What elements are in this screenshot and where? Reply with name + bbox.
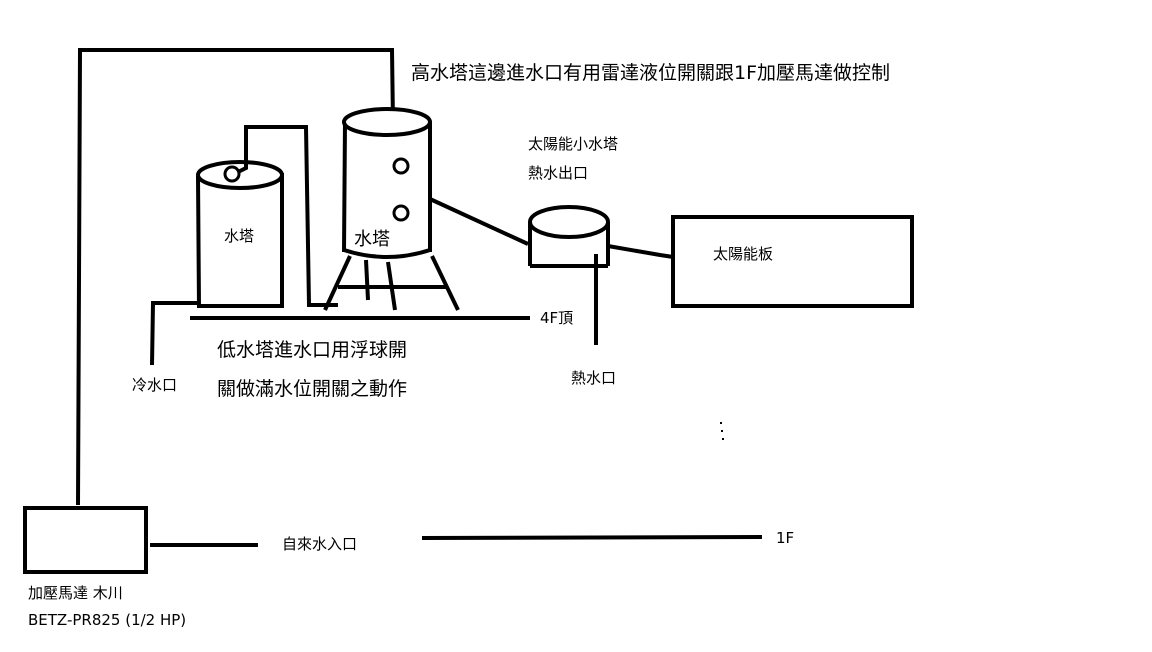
tower-stand <box>323 255 460 311</box>
solar-panel-label: 太陽能板 <box>713 245 774 263</box>
hot-water-outlet-label: 熱水出口 <box>528 164 589 182</box>
low-tower-note-line2: 關做滿水位開關之動作 <box>217 378 408 400</box>
level-sensor-lower-icon <box>392 204 410 222</box>
low-tower-inlet-pipe <box>237 125 338 307</box>
high-tower-note: 高水塔這邊進水口有用雷達液位開關跟1F加壓馬達做控制 <box>411 62 891 84</box>
roof-4f-label: 4F頂 <box>540 309 574 327</box>
cold-water-pipe <box>150 301 198 366</box>
pump-label-line2: BETZ-PR825 (1/2 HP) <box>28 611 187 629</box>
solar-small-tower <box>528 205 610 268</box>
float-valve-icon <box>223 165 241 183</box>
low-tower-note-line1: 低水塔進水口用浮球開 <box>217 339 408 361</box>
level-sensor-upper-icon <box>392 157 410 175</box>
floor-1f-label: 1F <box>776 529 795 547</box>
hot-water-inlet-label: 熱水口 <box>571 369 617 387</box>
high-water-tower <box>342 107 432 259</box>
solar-small-tower-label: 太陽能小水塔 <box>528 135 619 153</box>
solar-panel <box>671 215 914 308</box>
low-tower-label: 水塔 <box>224 227 255 245</box>
cold-water-inlet-label: 冷水口 <box>132 376 178 394</box>
pump-label-line1: 加壓馬達 木川 <box>28 584 123 602</box>
floor-1f-line <box>421 535 763 540</box>
tap-water-inlet-label: 自來水入口 <box>282 535 358 553</box>
main-riser-pipe <box>76 48 395 506</box>
high-tower-label: 水塔 <box>354 229 390 250</box>
stray-dots <box>720 422 724 440</box>
tower-to-solar-pipe <box>429 197 529 246</box>
solar-tower-to-panel-pipe <box>607 244 681 260</box>
booster-pump <box>23 506 148 574</box>
